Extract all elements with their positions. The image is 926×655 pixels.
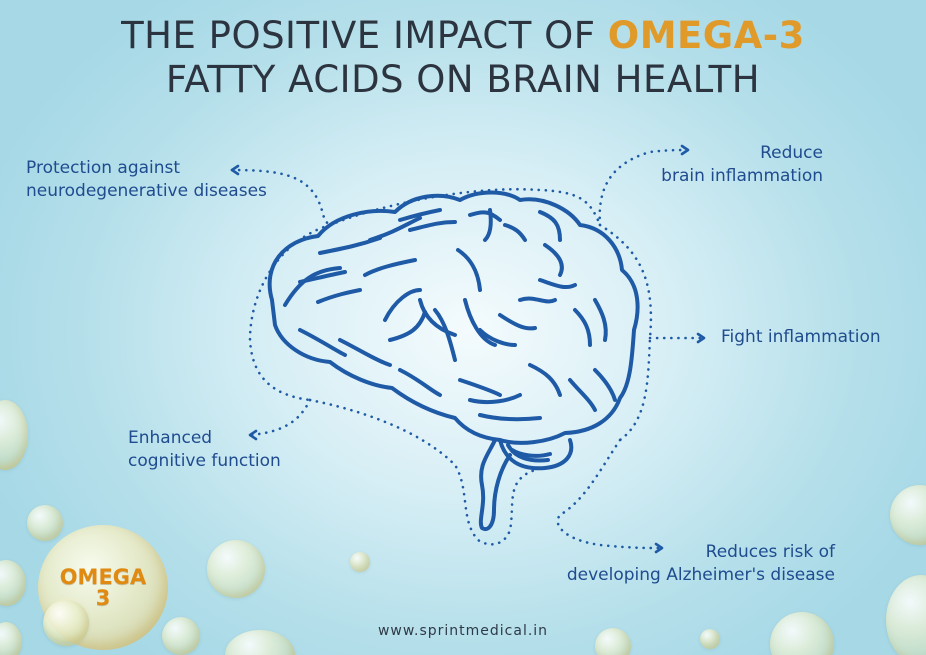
oil-bubble-icon (162, 617, 200, 655)
label-reduce-line1: Reduce (760, 143, 823, 163)
oil-bubble-icon (595, 628, 631, 655)
oil-bubble-icon (700, 629, 720, 649)
oil-bubble-icon (27, 505, 63, 541)
oil-bubble-icon (770, 612, 834, 655)
oil-bubble-icon (207, 540, 265, 598)
label-fight-inflammation: Fight inflammation (721, 327, 881, 347)
oil-bubble-icon (0, 622, 22, 655)
badge-omega: OMEGA (59, 564, 147, 589)
label-enhanced-cognitive: Enhanced cognitive function (128, 427, 281, 473)
footer-url: www.sprintmedical.in (377, 623, 549, 639)
label-alzheimer-line2: developing Alzheimer's disease (566, 565, 835, 585)
title-line-1: THE POSITIVE IMPACT OF OMEGA-3 (0, 14, 926, 58)
title-line-2: FATTY ACIDS ON BRAIN HEALTH (165, 58, 761, 101)
badge-number: 3 (95, 585, 111, 610)
label-alzheimer-line1: Reduces risk of (705, 542, 835, 562)
title-accent: OMEGA-3 (607, 14, 805, 57)
label-protection: Protection against neurodegenerative dis… (26, 157, 267, 203)
label-reduce-brain-inflammation: Reduce brain inflammation (660, 142, 823, 188)
label-cognitive-line1: Enhanced (128, 428, 213, 448)
label-reduce-line2: brain inflammation (661, 166, 823, 186)
label-cognitive-line2: cognitive function (128, 451, 281, 471)
label-protection-line1: Protection against (26, 158, 181, 178)
label-protection-line2: neurodegenerative diseases (26, 181, 267, 201)
label-alzheimer: Reduces risk of developing Alzheimer's d… (560, 541, 835, 587)
oil-bubble-icon (350, 552, 370, 572)
brain-icon (267, 190, 640, 531)
page-title: THE POSITIVE IMPACT OF OMEGA-3 FATTY ACI… (0, 14, 926, 102)
dotted-arrow-icon (230, 144, 706, 554)
title-prefix: THE POSITIVE IMPACT OF (121, 14, 608, 57)
oil-bubble-icon (43, 600, 89, 646)
